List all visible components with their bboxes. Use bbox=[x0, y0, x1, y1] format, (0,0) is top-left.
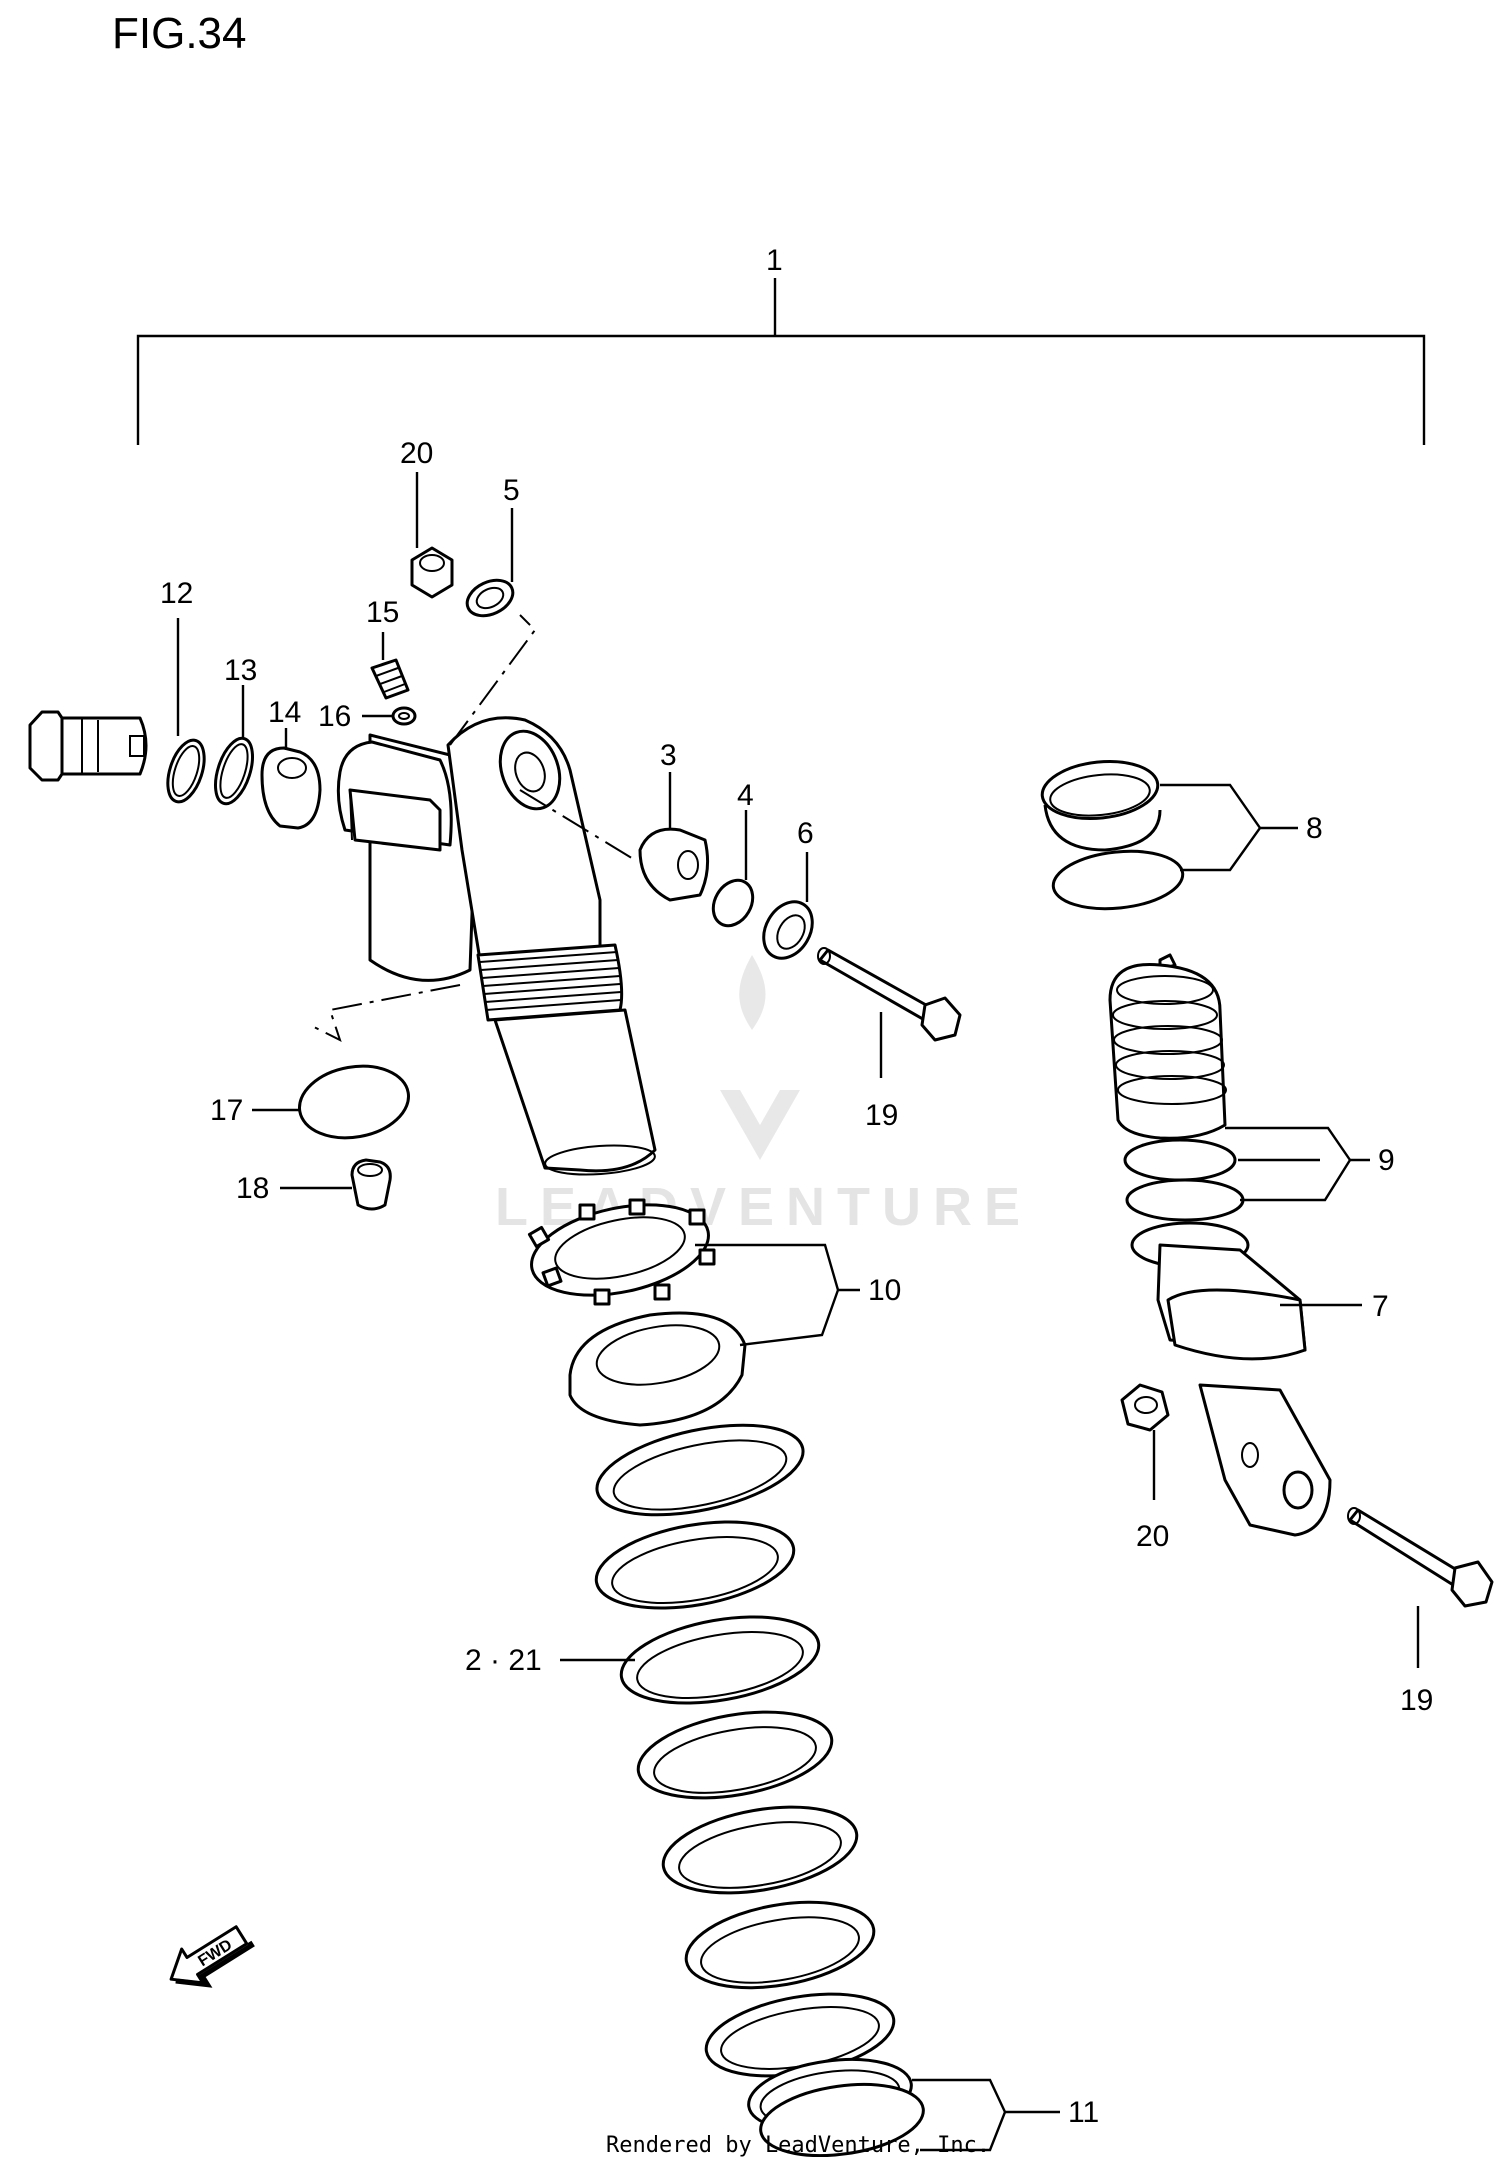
bushing-3 bbox=[638, 827, 710, 902]
callout-10: 10 bbox=[868, 1274, 901, 1307]
plate-17 bbox=[297, 1064, 411, 1140]
o-ring-4 bbox=[711, 878, 755, 928]
callout-18: 18 bbox=[236, 1172, 269, 1205]
callout-13: 13 bbox=[224, 654, 257, 687]
reservoir bbox=[336, 733, 477, 982]
cap-14 bbox=[260, 746, 322, 830]
callout-17: 17 bbox=[210, 1094, 243, 1127]
washer-5 bbox=[465, 578, 515, 618]
callout-16: 16 bbox=[318, 700, 351, 733]
callout-20-top: 20 bbox=[400, 437, 433, 470]
lower-mount-7 bbox=[1156, 1243, 1332, 1537]
rebound-adjuster bbox=[28, 710, 148, 782]
bump-stop-ring-8 bbox=[1040, 760, 1185, 911]
cap-18 bbox=[350, 1158, 392, 1211]
callout-14: 14 bbox=[268, 696, 301, 729]
bolt-19-b bbox=[1347, 1507, 1494, 1608]
callout-4: 4 bbox=[737, 779, 754, 812]
callout-8: 8 bbox=[1306, 812, 1323, 845]
bolt-19-a bbox=[817, 947, 962, 1042]
callout-19-b: 19 bbox=[1400, 1684, 1433, 1717]
lock-nut-10-upper bbox=[527, 1198, 716, 1306]
bleed-screw-15 bbox=[370, 658, 410, 700]
callout-7: 7 bbox=[1372, 1290, 1389, 1323]
callout-11: 11 bbox=[1068, 2096, 1099, 2129]
washer-16 bbox=[391, 706, 417, 726]
bump-rubber-9 bbox=[1108, 953, 1250, 1269]
shock-body bbox=[446, 716, 657, 1176]
fwd-arrow-icon: FWD bbox=[169, 1925, 255, 1988]
credit-text: Rendered by LeadVenture, Inc. bbox=[606, 2133, 990, 2157]
callout-3: 3 bbox=[660, 739, 677, 772]
spring-seat-11-lower bbox=[759, 2082, 925, 2157]
callout-20-bottom: 20 bbox=[1136, 1520, 1169, 1553]
callout-12: 12 bbox=[160, 577, 193, 610]
callout-19-a: 19 bbox=[865, 1099, 898, 1132]
seal-6 bbox=[762, 900, 814, 960]
callout-9: 9 bbox=[1378, 1144, 1395, 1177]
callout-2-21: 2 · 21 bbox=[465, 1644, 542, 1677]
lock-nut-10-lower bbox=[568, 1311, 747, 1427]
o-ring-12 bbox=[166, 738, 206, 804]
callout-1: 1 bbox=[766, 244, 783, 277]
figure-title: FIG.34 bbox=[112, 9, 247, 58]
nut-20-top bbox=[410, 546, 454, 599]
callout-6: 6 bbox=[797, 817, 814, 850]
spring-2 bbox=[594, 1423, 896, 2078]
leader-lines bbox=[176, 472, 1420, 2152]
callout-5: 5 bbox=[503, 474, 520, 507]
o-ring-13 bbox=[214, 736, 254, 806]
spring-2-inner bbox=[611, 1439, 880, 2070]
nut-20-bottom bbox=[1120, 1383, 1170, 1432]
assembly-bracket bbox=[136, 278, 1426, 445]
callout-15: 15 bbox=[366, 596, 399, 629]
